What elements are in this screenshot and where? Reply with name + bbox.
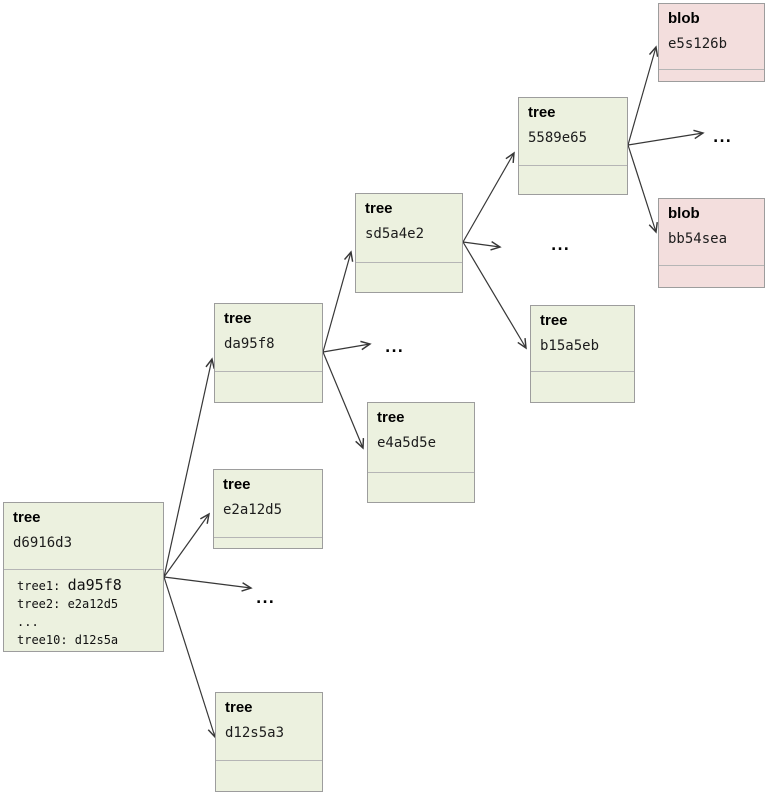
tree-node-d12s5a3: tree d12s5a3	[215, 692, 323, 792]
node-type-label: tree	[225, 699, 253, 716]
arrow-5589e65-to-more	[627, 133, 703, 146]
node-header: tree e4a5d5e	[368, 403, 474, 472]
arrow-sd5a4e2-to-5589e65	[462, 153, 514, 243]
node-empty-section	[356, 262, 462, 292]
node-empty-section	[215, 371, 322, 402]
entry-line: tree1: da95f8	[17, 576, 122, 594]
node-type-label: tree	[540, 312, 568, 329]
tree-node-da95f8: tree da95f8	[214, 303, 323, 403]
tree-node-5589e65: tree 5589e65	[518, 97, 628, 195]
node-hash-label: e2a12d5	[223, 502, 283, 518]
arrow-5589e65-to-bb54sea	[627, 144, 656, 232]
node-type-label: tree	[13, 509, 41, 526]
node-header: tree d6916d3	[4, 503, 163, 569]
node-hash-label: d6916d3	[13, 535, 73, 551]
node-type-label: tree	[365, 200, 393, 217]
node-header: tree 5589e65	[519, 98, 627, 165]
node-type-label: tree	[528, 104, 556, 121]
node-type-label: tree	[377, 409, 405, 426]
ellipsis-label: ...	[551, 238, 570, 254]
arrow-da95f8-to-e4a5d5e	[322, 351, 363, 448]
tree-node-b15a5eb: tree b15a5eb	[530, 305, 635, 403]
node-type-label: blob	[668, 10, 700, 27]
node-header: tree e2a12d5	[214, 470, 322, 537]
arrow-sd5a4e2-to-b15a5eb	[462, 241, 526, 348]
node-type-label: tree	[224, 310, 252, 327]
entry-line: tree10: d12s5a	[17, 633, 119, 647]
node-hash-label: b15a5eb	[540, 338, 600, 354]
node-empty-section	[368, 472, 474, 502]
arrow-sd5a4e2-to-more	[462, 242, 500, 247]
tree-node-e4a5d5e: tree e4a5d5e	[367, 402, 475, 503]
node-hash-label: da95f8	[224, 336, 275, 352]
arrow-da95f8-to-sd5a4e2	[322, 252, 351, 353]
blob-node-e5s126b: blob e5s126b	[658, 3, 765, 82]
entry-line: tree2: e2a12d5	[17, 597, 119, 611]
tree-node-sd5a4e2: tree sd5a4e2	[355, 193, 463, 293]
node-hash-label: sd5a4e2	[365, 226, 425, 242]
arrow-root-to-e2a12d5	[163, 514, 209, 578]
ellipsis-label: ...	[713, 130, 732, 146]
node-header: blob bb54sea	[659, 199, 764, 265]
node-hash-label: d12s5a3	[225, 725, 285, 741]
arrow-da95f8-to-more	[322, 344, 370, 353]
ellipsis-label: ...	[256, 591, 275, 607]
node-header: tree d12s5a3	[216, 693, 322, 760]
node-empty-section	[214, 537, 322, 548]
node-header: tree da95f8	[215, 304, 322, 371]
ellipsis-label: ...	[385, 340, 404, 356]
arrow-5589e65-to-e5s126b	[627, 47, 656, 146]
entry-line: ...	[17, 615, 39, 629]
arrow-root-to-d12s5a3	[163, 576, 215, 737]
node-empty-section	[519, 165, 627, 194]
node-hash-label: 5589e65	[528, 130, 588, 146]
node-empty-section	[216, 760, 322, 791]
node-header: blob e5s126b	[659, 4, 764, 69]
arrow-root-to-da95f8	[163, 359, 212, 578]
node-hash-label: e4a5d5e	[377, 435, 437, 451]
tree-node-e2a12d5: tree e2a12d5	[213, 469, 323, 549]
tree-node-d6916d3: tree d6916d3 tree1: da95f8 tree2: e2a12d…	[3, 502, 164, 652]
arrow-root-to-more	[163, 576, 251, 588]
node-header: tree sd5a4e2	[356, 194, 462, 262]
blob-node-bb54sea: blob bb54sea	[658, 198, 765, 288]
node-hash-label: bb54sea	[668, 231, 728, 247]
node-type-label: blob	[668, 205, 700, 222]
node-type-label: tree	[223, 476, 251, 493]
node-empty-section	[531, 371, 634, 402]
node-empty-section	[659, 69, 764, 81]
node-entry-list: tree1: da95f8 tree2: e2a12d5 ... tree10:…	[4, 569, 163, 651]
node-header: tree b15a5eb	[531, 306, 634, 371]
node-empty-section	[659, 265, 764, 287]
node-hash-label: e5s126b	[668, 36, 728, 52]
